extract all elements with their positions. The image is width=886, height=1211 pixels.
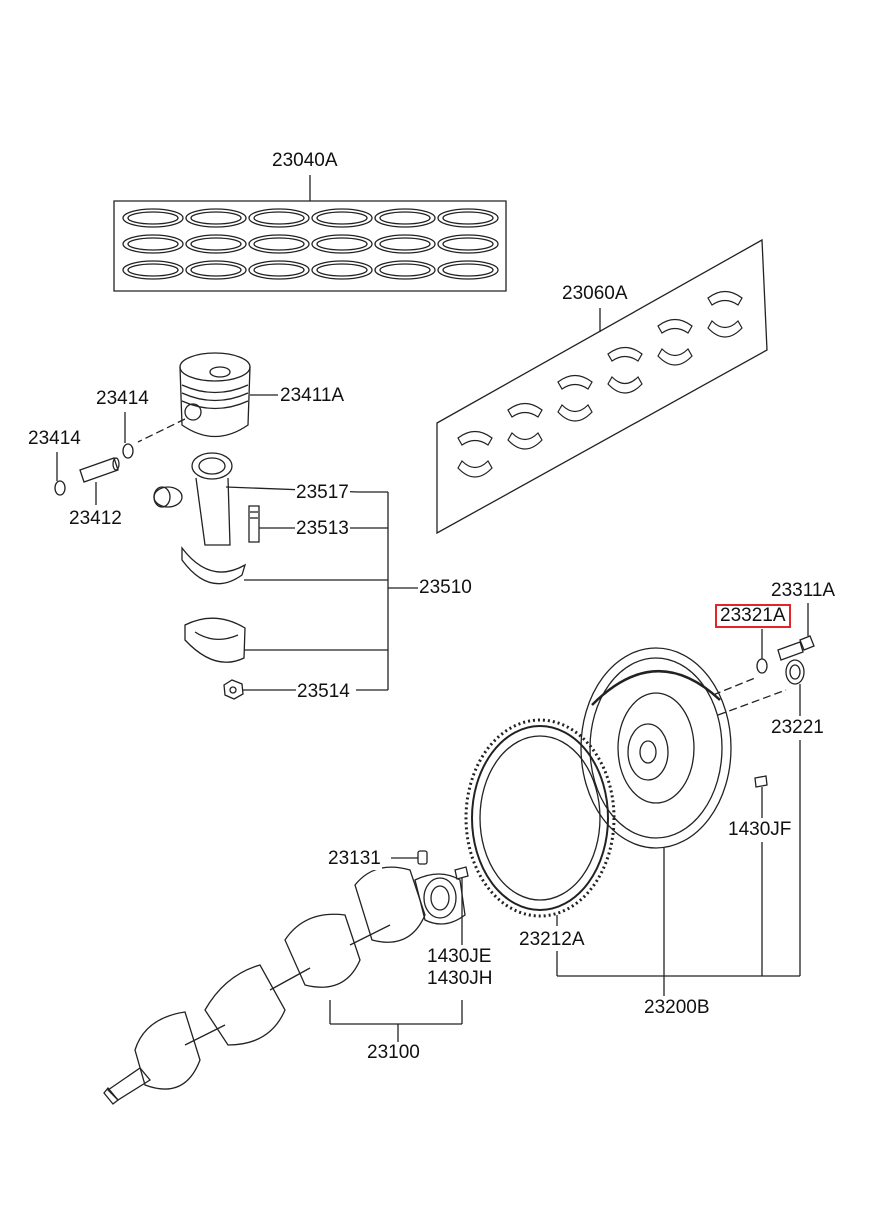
label-piston[interactable]: 23411A [279,385,346,407]
label-bearing-set[interactable]: 23060A [561,283,629,305]
label-ring-gear[interactable]: 23212A [518,929,586,951]
flywheel-bracket [557,976,800,996]
connecting-rod[interactable] [154,453,388,584]
label-piston-ring-set[interactable]: 23040A [271,150,339,172]
label-flywheel-assy[interactable]: 23200B [643,997,711,1019]
bearing-set[interactable] [437,240,767,533]
ring-column-3 [249,209,309,279]
flywheel[interactable] [581,648,786,976]
ring-column-4 [312,209,372,279]
label-flywheel-bolt[interactable]: 23311A [770,580,837,602]
conrod-cap[interactable] [185,618,388,662]
piston-pin-clip-left[interactable] [55,452,65,495]
label-piston-pin-clip-lower[interactable]: 23414 [27,428,82,450]
label-crankshaft[interactable]: 23100 [366,1042,421,1064]
flywheel-washer[interactable] [757,629,767,673]
label-conrod-assy[interactable]: 23510 [418,577,473,599]
pilot-bearing[interactable] [786,660,804,976]
label-conrod-nut[interactable]: 23514 [296,681,351,703]
label-crank-key[interactable]: 23131 [327,848,382,870]
label-crank-pin-je[interactable]: 1430JE [426,946,493,968]
piston-ring-set[interactable] [114,175,506,291]
label-piston-pin-clip-upper[interactable]: 23414 [95,388,150,410]
label-dowel-pin[interactable]: 1430JF [727,819,793,841]
piston-pin[interactable] [80,458,119,505]
conrod-nut[interactable] [224,680,298,699]
label-conrod-bolt[interactable]: 23513 [295,518,350,540]
conrod-bracket [356,492,418,690]
bearing-shells [458,292,742,478]
piston[interactable] [138,353,278,442]
label-conrod-bushing[interactable]: 23517 [295,482,350,504]
label-flywheel-washer-highlighted[interactable]: 23321A [715,604,791,628]
crankshaft[interactable] [104,867,465,1104]
label-pilot-bearing[interactable]: 23221 [770,717,825,739]
flywheel-bolt[interactable] [778,603,814,660]
crank-key[interactable] [391,851,427,864]
ring-column-5 [375,209,435,279]
ring-gear[interactable] [466,720,614,976]
dowel-pin[interactable] [755,776,767,976]
crank-dowel[interactable] [455,867,468,945]
ring-column-1 [123,209,183,279]
label-piston-pin[interactable]: 23412 [68,508,123,530]
label-crank-pin-jh[interactable]: 1430JH [426,968,494,990]
ring-column-6 [438,209,498,279]
piston-pin-clip-right[interactable] [123,412,133,458]
ring-column-2 [186,209,246,279]
